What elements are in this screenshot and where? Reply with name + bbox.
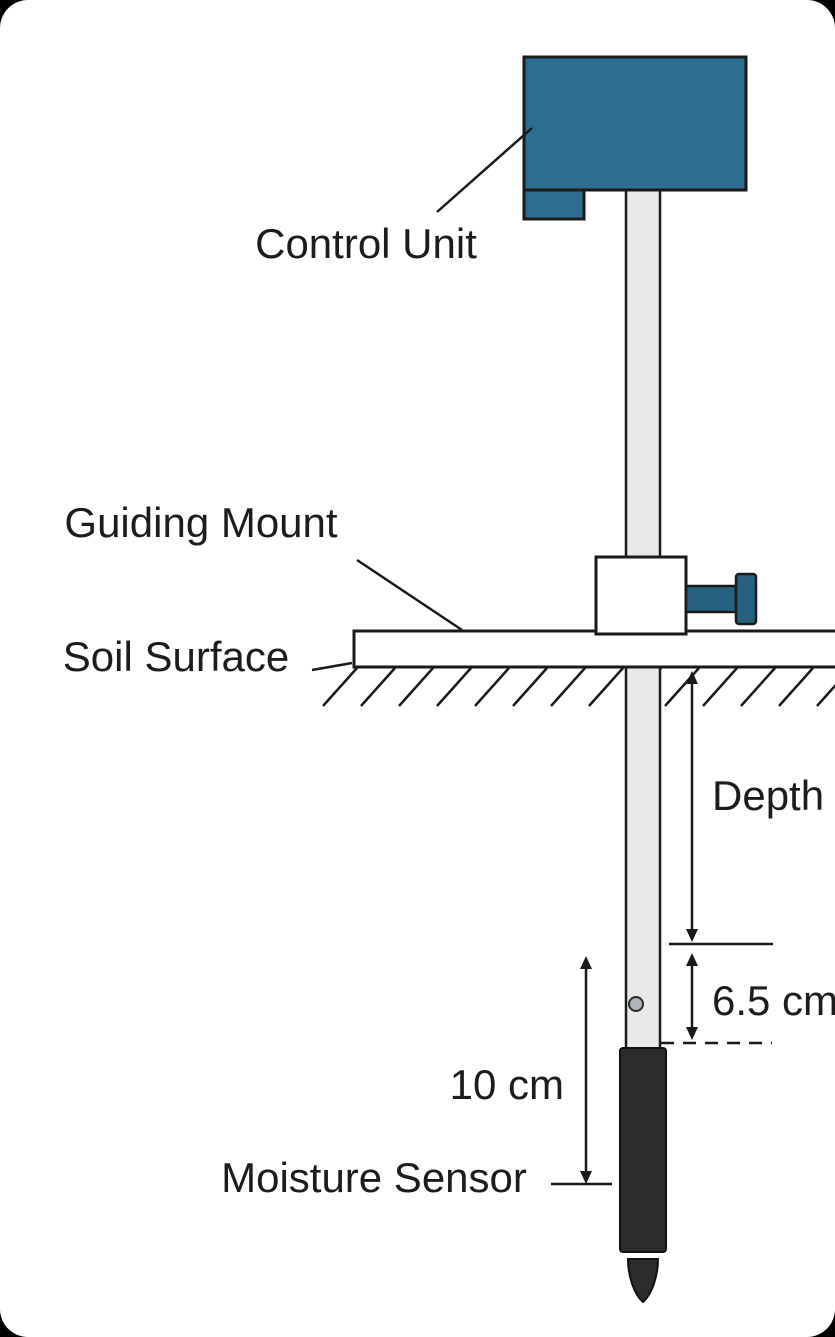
offset-arrowhead-down bbox=[686, 1027, 698, 1040]
guiding-mount-label: Guiding Mount bbox=[64, 499, 337, 546]
depth-arrowhead-down bbox=[686, 929, 698, 942]
soil-surface-pointer-line bbox=[311, 661, 353, 672]
moisture-sensor-tip bbox=[626, 1258, 660, 1304]
soil-hatching bbox=[322, 667, 835, 707]
moisture-sensor-body bbox=[619, 1047, 667, 1253]
sensor-offset-label: 6.5 cm bbox=[712, 977, 835, 1024]
soil-surface-label: Soil Surface bbox=[63, 633, 289, 680]
depth-arrowhead-up bbox=[686, 671, 698, 684]
depth-label: Depth bbox=[712, 772, 824, 819]
control-unit-tab bbox=[522, 188, 586, 221]
moisture-sensor-label: Moisture Sensor bbox=[221, 1154, 527, 1201]
length-arrowhead-up bbox=[580, 956, 592, 969]
sensor-length-label: 10 cm bbox=[450, 1061, 564, 1108]
clamp-bolt-shaft bbox=[684, 584, 738, 614]
offset-arrowhead-up bbox=[686, 953, 698, 966]
control-unit-label: Control Unit bbox=[255, 220, 477, 267]
control-unit-box bbox=[522, 55, 748, 192]
guiding-mount-pointer-line bbox=[356, 558, 463, 632]
control-unit-pointer-line bbox=[436, 127, 533, 213]
shaft-pin bbox=[628, 996, 644, 1012]
soil-surface-bar bbox=[352, 629, 835, 669]
length-arrowhead-down bbox=[580, 1171, 592, 1184]
guiding-mount-block bbox=[594, 555, 688, 636]
clamp-bolt-head bbox=[734, 572, 758, 626]
